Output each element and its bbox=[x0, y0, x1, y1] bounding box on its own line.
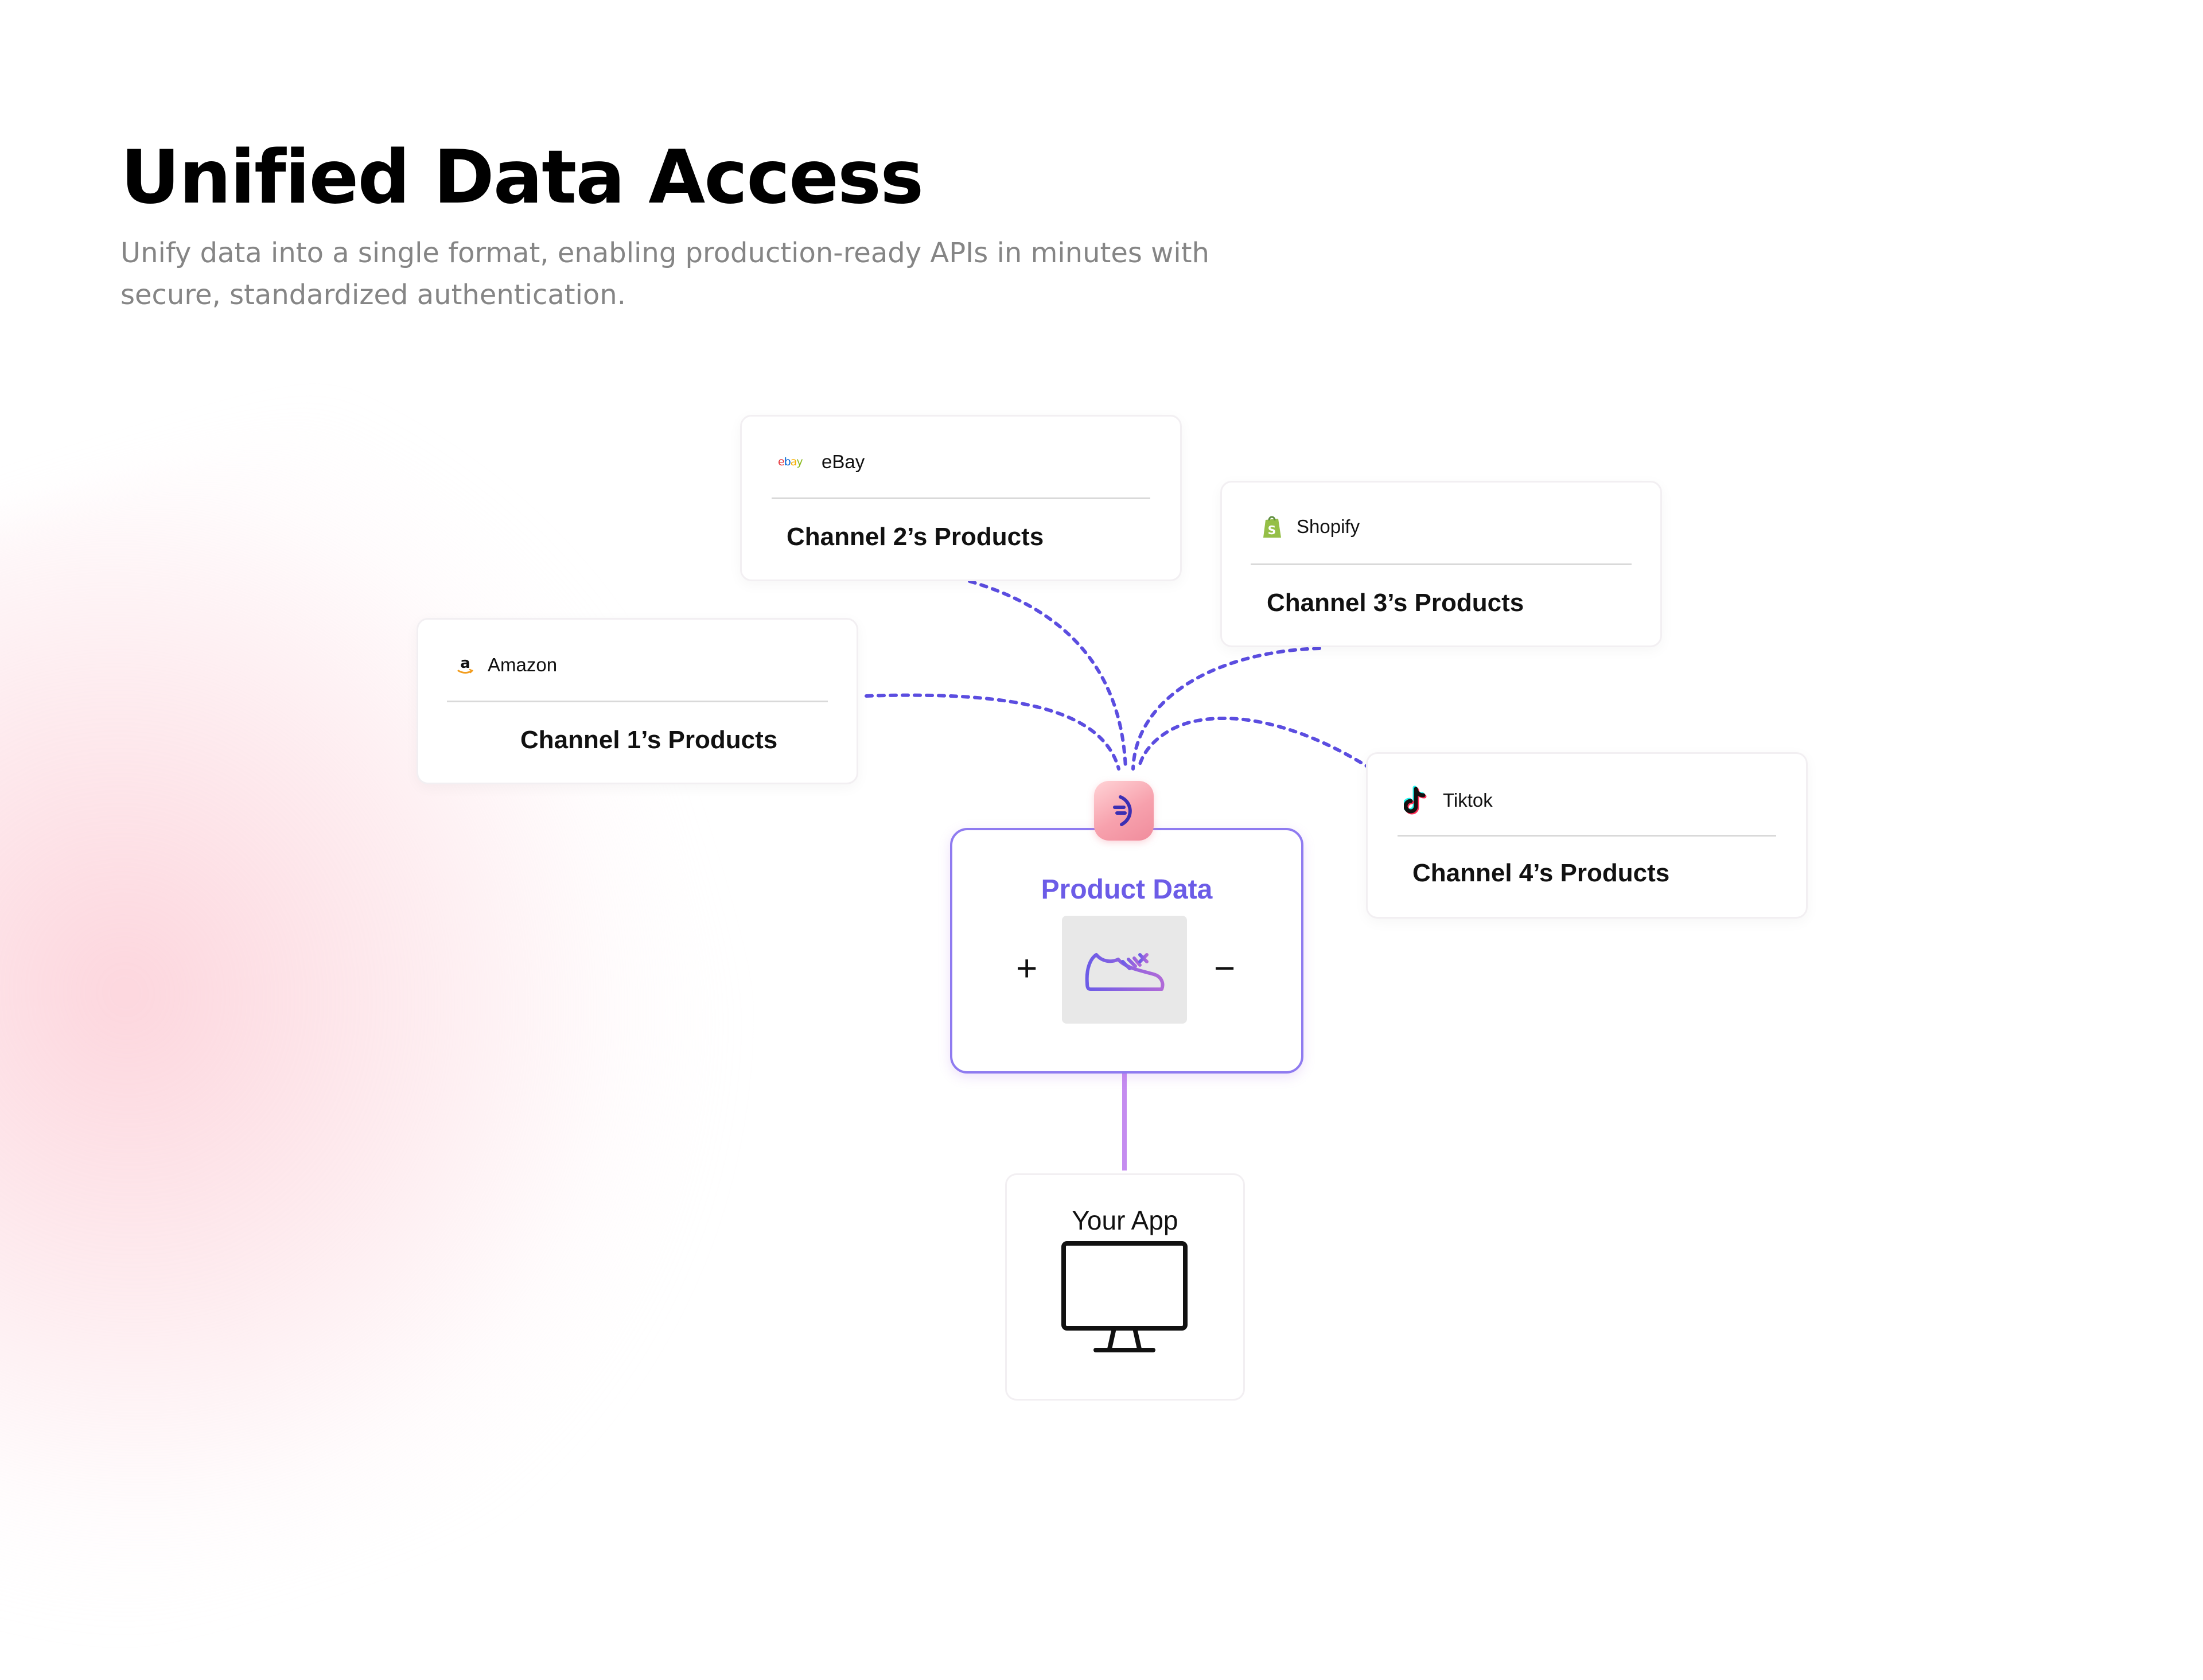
channel-card-ebay[interactable]: ebay eBay Channel 2’s Products bbox=[740, 415, 1182, 581]
page-subtitle: Unify data into a single format, enablin… bbox=[120, 237, 1209, 311]
card-header: S Shopify bbox=[1261, 514, 1360, 539]
connector-ebay bbox=[968, 580, 1127, 771]
your-app-card[interactable]: Your App bbox=[1005, 1173, 1245, 1401]
connector-shopify bbox=[1131, 647, 1321, 771]
platform-name: Amazon bbox=[488, 654, 558, 675]
channel-label: Channel 2’s Products bbox=[787, 523, 1044, 551]
platform-name: Shopify bbox=[1297, 516, 1360, 537]
channel-label: Channel 1’s Products bbox=[520, 726, 778, 754]
product-data-hub[interactable]: Product Data + − bbox=[950, 828, 1303, 1074]
card-header: Tiktok bbox=[1404, 785, 1493, 815]
connector-tiktok bbox=[1137, 716, 1373, 771]
svg-text:ebay: ebay bbox=[778, 456, 803, 468]
brand-badge bbox=[1094, 781, 1154, 841]
channel-label: Channel 3’s Products bbox=[1267, 589, 1524, 617]
product-image bbox=[1062, 916, 1187, 1024]
channel-label: Channel 4’s Products bbox=[1412, 859, 1670, 887]
card-header: a Amazon bbox=[457, 654, 557, 676]
card-divider bbox=[1251, 563, 1632, 565]
shopify-icon: S bbox=[1261, 514, 1283, 539]
hub-title: Product Data bbox=[1041, 874, 1213, 905]
remove-button[interactable]: − bbox=[1214, 947, 1236, 989]
tiktok-icon bbox=[1404, 785, 1429, 815]
channel-card-shopify[interactable]: S Shopify Channel 3’s Products bbox=[1220, 481, 1662, 647]
card-divider bbox=[447, 701, 828, 702]
page-title: Unified Data Access bbox=[120, 135, 924, 220]
card-header: ebay eBay bbox=[778, 451, 865, 473]
add-button[interactable]: + bbox=[1016, 947, 1038, 989]
sneaker-icon bbox=[1083, 939, 1167, 1005]
app-title: Your App bbox=[1072, 1205, 1178, 1235]
svg-text:S: S bbox=[1268, 523, 1276, 537]
amazon-icon: a bbox=[457, 655, 474, 675]
monitor-icon bbox=[1060, 1240, 1189, 1359]
platform-name: Tiktok bbox=[1443, 790, 1493, 811]
platform-name: eBay bbox=[822, 451, 865, 472]
card-divider bbox=[772, 497, 1150, 499]
channel-card-amazon[interactable]: a Amazon Channel 1’s Products bbox=[417, 618, 858, 784]
connector-amazon bbox=[865, 693, 1120, 771]
svg-text:a: a bbox=[460, 655, 470, 672]
card-divider bbox=[1398, 835, 1776, 837]
channel-card-tiktok[interactable]: Tiktok Channel 4’s Products bbox=[1366, 752, 1808, 919]
brand-mark-icon bbox=[1109, 794, 1139, 831]
ebay-icon: ebay bbox=[778, 455, 808, 469]
connector-lines bbox=[865, 580, 1373, 1170]
